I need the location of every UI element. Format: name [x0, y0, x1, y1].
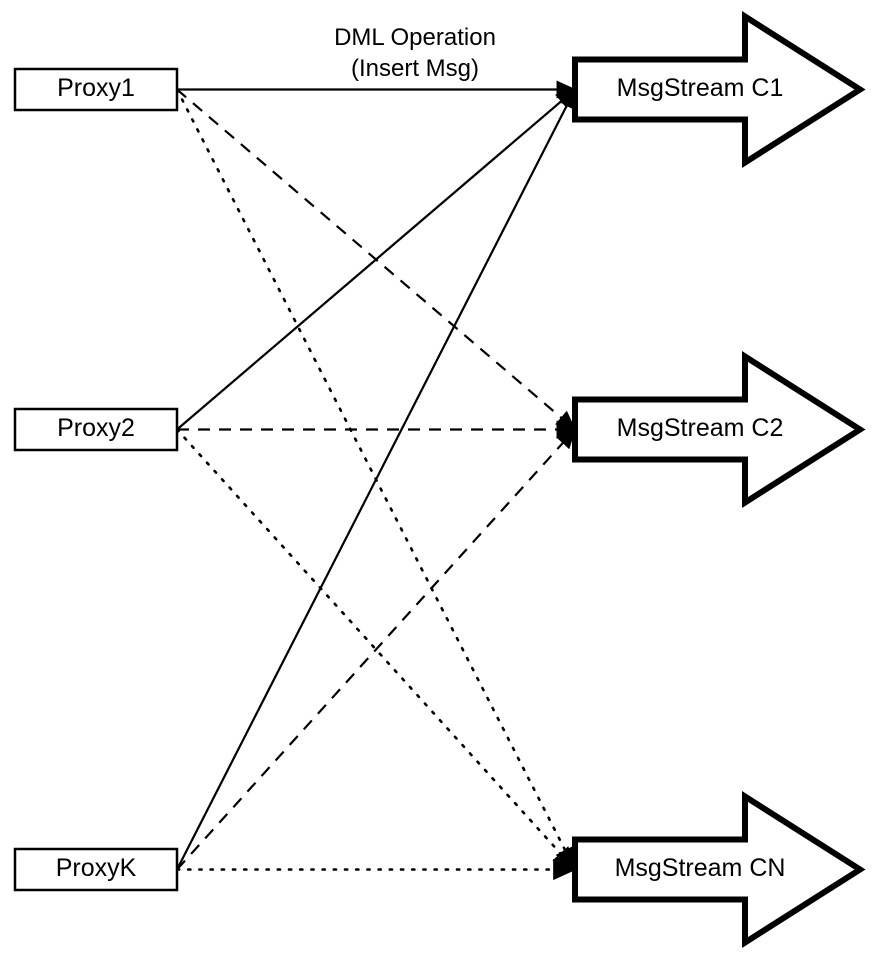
connection-line-dashed [176, 428, 576, 871]
connections-layer [175, 80, 577, 881]
connection-line-solid [176, 88, 577, 431]
stream-label: MsgStream CN [615, 854, 786, 882]
connection-line-solid [176, 88, 576, 870]
edge-label-dml-operation: DML Operation (Insert Msg) [334, 24, 496, 82]
stream-block-arrow [572, 791, 866, 948]
proxy-label: Proxy2 [57, 414, 135, 442]
stream-msgstream-c2[interactable]: MsgStream C2 [572, 351, 866, 508]
connection-proxy2-to-cn [175, 428, 577, 871]
proxy-proxyk[interactable]: ProxyK [13, 847, 179, 892]
proxy-proxy2[interactable]: Proxy2 [13, 407, 179, 452]
stream-block-arrow [572, 351, 866, 508]
stream-block-arrow [572, 11, 866, 168]
streams-layer: MsgStream C1 MsgStream C2 MsgStream CN [572, 11, 866, 948]
proxy-box [13, 407, 179, 452]
proxy-label: Proxy1 [57, 74, 135, 102]
stream-msgstream-c1[interactable]: MsgStream C1 [572, 11, 866, 168]
stream-label: MsgStream C1 [617, 74, 784, 102]
stream-msgstream-cn[interactable]: MsgStream CN [572, 791, 866, 948]
proxy-proxy1[interactable]: Proxy1 [13, 67, 179, 112]
connection-proxyk-to-c2 [176, 428, 576, 871]
proxy-box [13, 67, 179, 112]
connection-proxy2-to-c1 [176, 88, 577, 431]
proxy-label: ProxyK [56, 854, 137, 882]
connection-proxyk-to-c1 [176, 88, 576, 870]
proxy-box [13, 847, 179, 892]
edge-label-line2: (Insert Msg) [351, 55, 479, 82]
connection-line-dotted [175, 428, 577, 871]
edge-label-line1: DML Operation [334, 24, 496, 51]
stream-label: MsgStream C2 [617, 414, 784, 442]
